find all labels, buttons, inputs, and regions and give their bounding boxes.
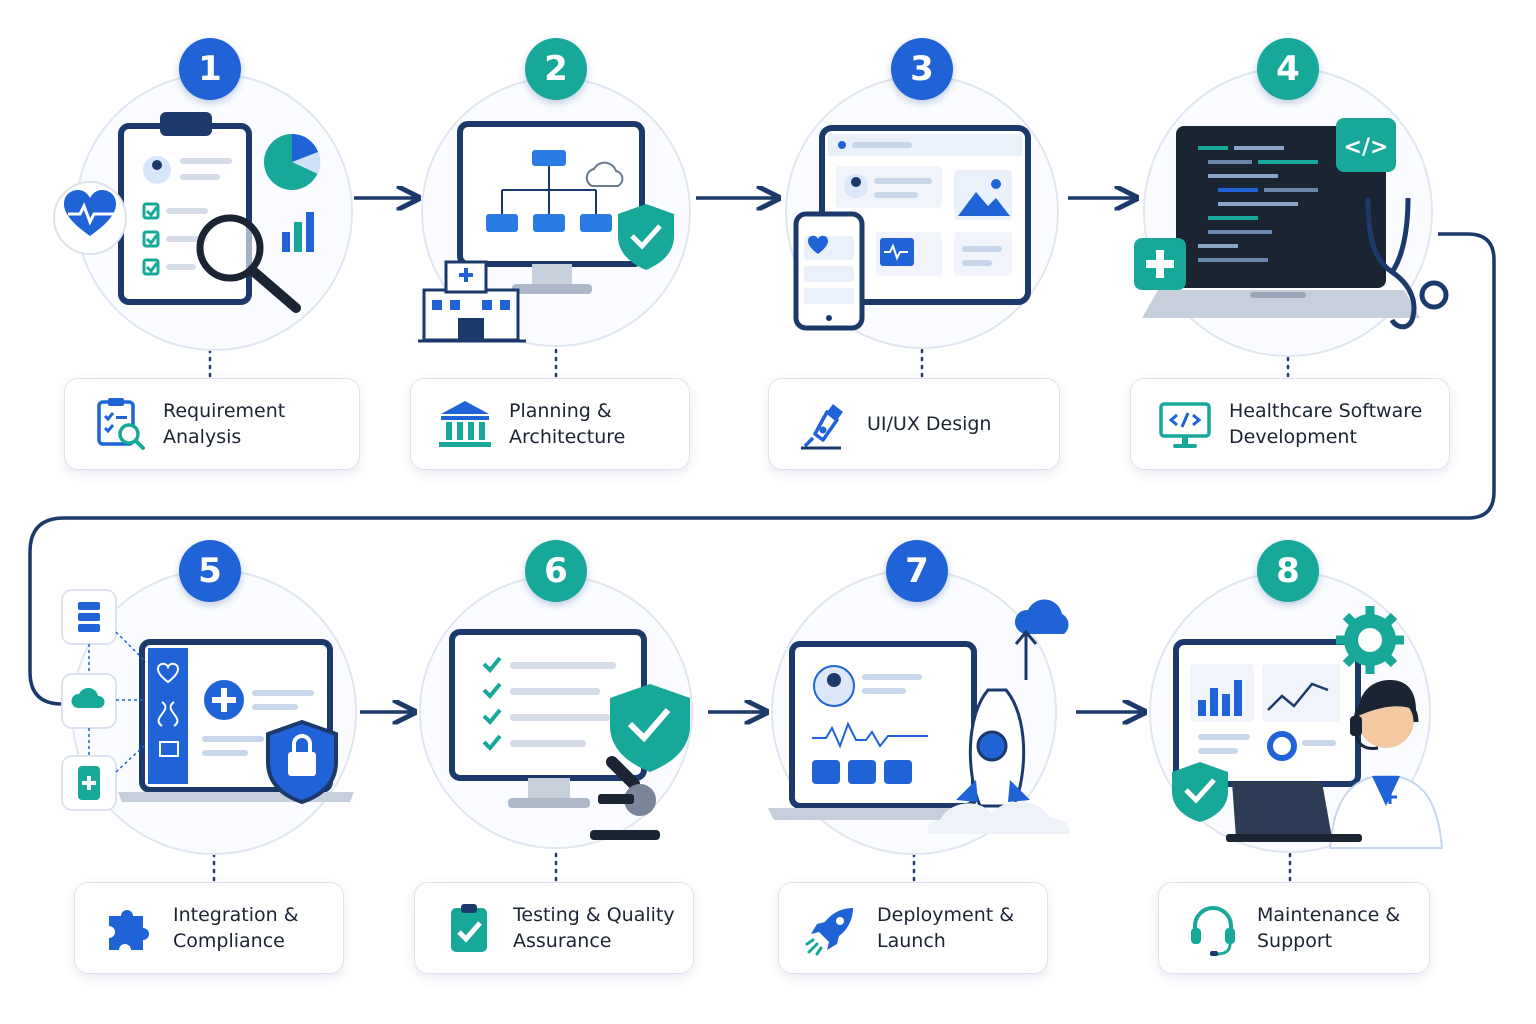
step-label-8: Maintenance & Support [1257,904,1401,952]
step-label-1: Requirement Analysis [163,400,286,448]
step-label-4: Healthcare Software Development [1229,400,1423,448]
responsive-design-illustration [785,75,1059,349]
step-number-1: 1 [179,38,241,100]
monitor-checklist-illustration [419,575,693,849]
search-document-icon [97,398,145,450]
step-number-8: 8 [1257,540,1319,602]
step-card-2: Planning & Architecture [410,378,690,470]
monitor-architecture-illustration [418,77,691,347]
step-label-5: Integration & Compliance [173,904,299,952]
building-columns-icon [439,401,491,447]
step-card-5: Integration & Compliance [74,882,344,974]
laptop-security-illustration [61,569,357,855]
rocket-icon [805,908,853,956]
step-number-5: 5 [179,540,241,602]
step-card-7: Deployment & Launch [778,882,1048,974]
step-label-2: Planning & Architecture [509,400,626,448]
support-agent-illustration [1149,571,1444,853]
puzzle-piece-icon [109,910,149,950]
rocket-launch-illustration [768,569,1071,855]
step-card-4: Healthcare Software Development [1130,378,1450,470]
svg-text:</>: </> [1344,135,1389,160]
step-number-6: 6 [525,540,587,602]
step-card-6: Testing & Quality Assurance [414,882,694,974]
headset-icon [1191,906,1235,956]
pen-tool-icon [801,404,843,450]
clipboard-magnifier-illustration [53,73,353,351]
code-monitor-icon [1159,402,1211,448]
step-number-7: 7 [886,540,948,602]
step-label-6: Testing & Quality Assurance [513,904,675,952]
row-connector [28,232,1496,706]
step-number-4: 4 [1257,38,1319,100]
clipboard-check-icon [451,904,487,952]
step-label-3: UI/UX Design [867,413,992,435]
step-number-2: 2 [525,38,587,100]
step-number-3: 3 [891,38,953,100]
step-label-7: Deployment & Launch [877,904,1015,952]
step-card-8: Maintenance & Support [1158,882,1430,974]
step-card-3: UI/UX Design [768,378,1060,470]
step-card-1: Requirement Analysis [64,378,360,470]
laptop-code-illustration: </> [1134,67,1449,357]
